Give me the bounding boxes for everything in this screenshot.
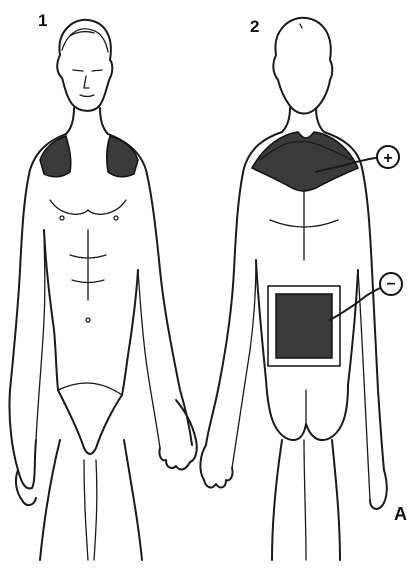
back-figure xyxy=(200,18,386,560)
positive-terminal-label: + xyxy=(383,150,392,167)
front-shoulder-pad-left xyxy=(40,136,71,177)
corner-label: A xyxy=(394,504,407,524)
panel-front-label: 1 xyxy=(38,11,47,30)
negative-terminal: − xyxy=(330,273,402,320)
back-lumbar-pad xyxy=(276,294,332,358)
panel-back-label: 2 xyxy=(250,17,259,36)
front-figure xyxy=(9,20,196,560)
front-shoulder-pad-right xyxy=(107,136,138,177)
negative-terminal-label: − xyxy=(386,276,395,293)
